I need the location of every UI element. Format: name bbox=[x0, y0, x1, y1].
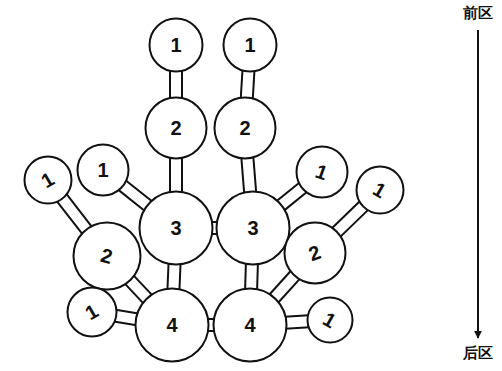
region-number: 1 bbox=[170, 35, 181, 55]
stalk-connector bbox=[169, 70, 183, 99]
stalk-fill bbox=[247, 70, 249, 99]
stalk-connector bbox=[115, 316, 138, 320]
circle-shape bbox=[68, 288, 117, 337]
stalk-fill bbox=[115, 316, 138, 320]
cell-circle: 1 bbox=[148, 17, 204, 73]
axis-label: 后区 bbox=[463, 344, 493, 362]
stalk-fill bbox=[173, 263, 174, 290]
cell-circle: 1 bbox=[355, 165, 405, 215]
cell-circle: 2 bbox=[283, 221, 347, 285]
region-number: 4 bbox=[244, 315, 255, 335]
stalk-fill bbox=[280, 187, 303, 206]
cell-circle: 1 bbox=[295, 145, 349, 199]
circle-shape bbox=[297, 147, 348, 198]
circle-shape bbox=[140, 192, 213, 265]
cell-circle: 2 bbox=[144, 96, 208, 160]
stalk-connector bbox=[336, 205, 364, 233]
cell-circle: 4 bbox=[212, 287, 288, 363]
stalk-fill bbox=[247, 157, 250, 193]
region-number: 4 bbox=[166, 315, 177, 335]
stalk-connector bbox=[169, 157, 183, 193]
circle-shape bbox=[308, 298, 353, 343]
cell-circle: 1 bbox=[66, 286, 118, 338]
region-number: 2 bbox=[170, 118, 181, 138]
cell-circle: 1 bbox=[23, 155, 73, 205]
circle-shape bbox=[214, 289, 287, 362]
region-number: 3 bbox=[247, 218, 258, 238]
stalk-fill bbox=[122, 185, 149, 206]
region-number: 3 bbox=[170, 218, 181, 238]
cell-circle: 3 bbox=[215, 190, 291, 266]
stalk-fill bbox=[285, 321, 309, 323]
circle-shape bbox=[78, 145, 129, 196]
stalk-connector bbox=[247, 157, 250, 193]
stalk-fill bbox=[171, 157, 181, 193]
circle-shape bbox=[136, 289, 209, 362]
circle-shape bbox=[224, 19, 277, 72]
stalk-connector bbox=[280, 187, 303, 206]
stalk-connector bbox=[244, 263, 259, 290]
cell-circle: 1 bbox=[306, 296, 354, 344]
circle-shape bbox=[74, 223, 141, 290]
circle-shape bbox=[285, 223, 346, 284]
stalk-connector bbox=[285, 321, 309, 323]
region-number: 1 bbox=[97, 160, 108, 180]
stalk-connector bbox=[247, 70, 249, 99]
stalk-fill bbox=[171, 70, 181, 99]
stalk-fill bbox=[246, 263, 257, 290]
stalk-connector bbox=[122, 185, 149, 206]
circle-shape bbox=[25, 157, 72, 204]
circle-shape bbox=[150, 19, 203, 72]
stalk-fill bbox=[61, 197, 87, 230]
cell-circle: 2 bbox=[72, 221, 142, 291]
region-number: 1 bbox=[244, 35, 255, 55]
stalk-fill bbox=[273, 275, 295, 299]
cell-circle: 2 bbox=[213, 96, 277, 160]
stalk-connector bbox=[273, 275, 295, 299]
axis-label: 前区 bbox=[463, 4, 493, 22]
stalk-fill bbox=[336, 205, 364, 233]
stalk-fill bbox=[129, 279, 148, 299]
circle-shape bbox=[215, 98, 276, 159]
circle-shape bbox=[357, 167, 404, 214]
region-number: 2 bbox=[239, 118, 250, 138]
cell-circle: 4 bbox=[134, 287, 210, 363]
stalk-connector bbox=[129, 279, 148, 299]
axis-arrow bbox=[477, 30, 479, 338]
stalk-connector bbox=[61, 197, 87, 230]
circle-shape bbox=[146, 98, 207, 159]
cell-circle: 1 bbox=[76, 143, 130, 197]
cell-circle: 3 bbox=[138, 190, 214, 266]
stalk-connector bbox=[173, 263, 174, 290]
cell-circle: 1 bbox=[222, 17, 278, 73]
circle-shape bbox=[217, 192, 290, 265]
